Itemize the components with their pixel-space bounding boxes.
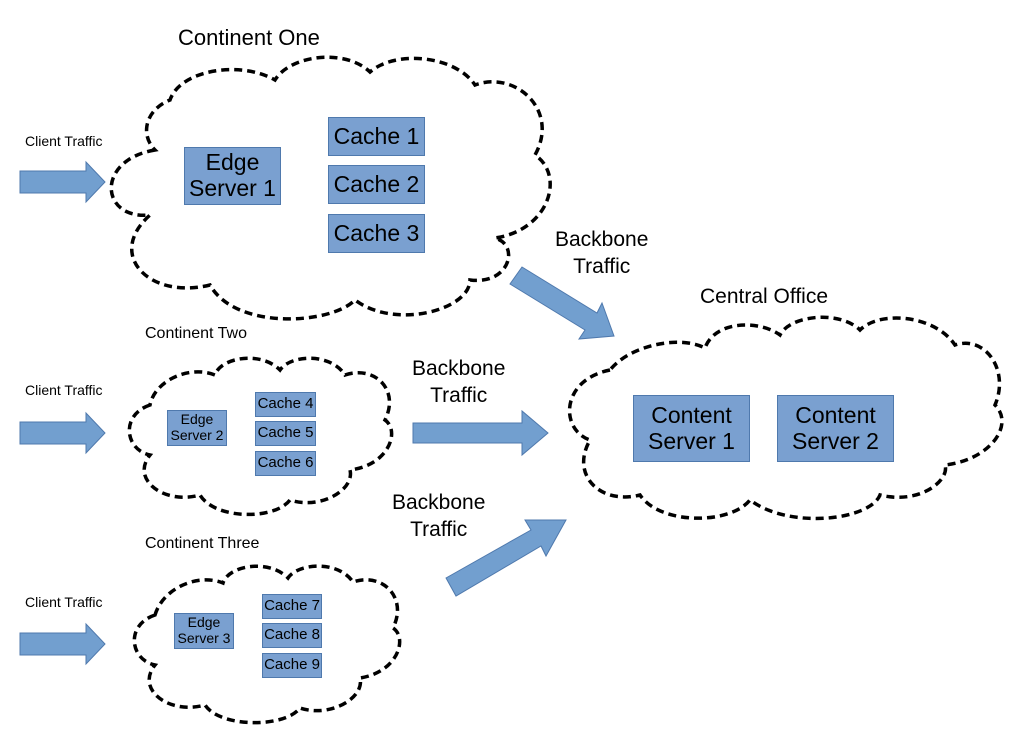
- backbone-traffic-label-3: Backbone Traffic: [392, 491, 486, 541]
- backbone-traffic-label-1: Backbone Traffic: [555, 228, 649, 278]
- continent-one-title: Continent One: [178, 25, 320, 50]
- continent-two-title: Continent Two: [145, 325, 247, 342]
- cloud-continent-three: [132, 564, 402, 725]
- cache-6: Cache 6: [255, 451, 316, 476]
- client-traffic-label-1: Client Traffic: [25, 133, 103, 149]
- cache-7: Cache 7: [262, 594, 322, 619]
- content-server-2: Content Server 2: [777, 395, 894, 462]
- content-server-1: Content Server 1: [633, 395, 750, 462]
- client-traffic-label-3: Client Traffic: [25, 594, 103, 610]
- backbone-arrow-continent-one: [509, 266, 615, 340]
- cache-2: Cache 2: [328, 165, 425, 204]
- backbone-arrow-continent-three: [445, 519, 567, 597]
- cloud-central-office: [567, 315, 1004, 521]
- cache-3: Cache 3: [328, 214, 425, 253]
- cache-8: Cache 8: [262, 623, 322, 648]
- client-traffic-label-2: Client Traffic: [25, 382, 103, 398]
- cloud-continent-two: [127, 356, 394, 517]
- edge-server-1: Edge Server 1: [184, 147, 281, 205]
- central-office-title: Central Office: [700, 285, 828, 308]
- backbone-arrow-continent-two: [412, 409, 549, 457]
- cache-1: Cache 1: [328, 117, 425, 156]
- cloud-continent-one: [109, 55, 552, 321]
- edge-server-2: Edge Server 2: [167, 410, 227, 446]
- client-traffic-arrow-3: [19, 622, 106, 666]
- cache-4: Cache 4: [255, 392, 316, 417]
- client-traffic-arrow-1: [19, 160, 106, 204]
- cache-9: Cache 9: [262, 653, 322, 678]
- continent-three-title: Continent Three: [145, 535, 260, 552]
- client-traffic-arrow-2: [19, 411, 106, 455]
- backbone-traffic-label-2: Backbone Traffic: [412, 357, 506, 407]
- cache-5: Cache 5: [255, 421, 316, 446]
- edge-server-3: Edge Server 3: [174, 613, 234, 649]
